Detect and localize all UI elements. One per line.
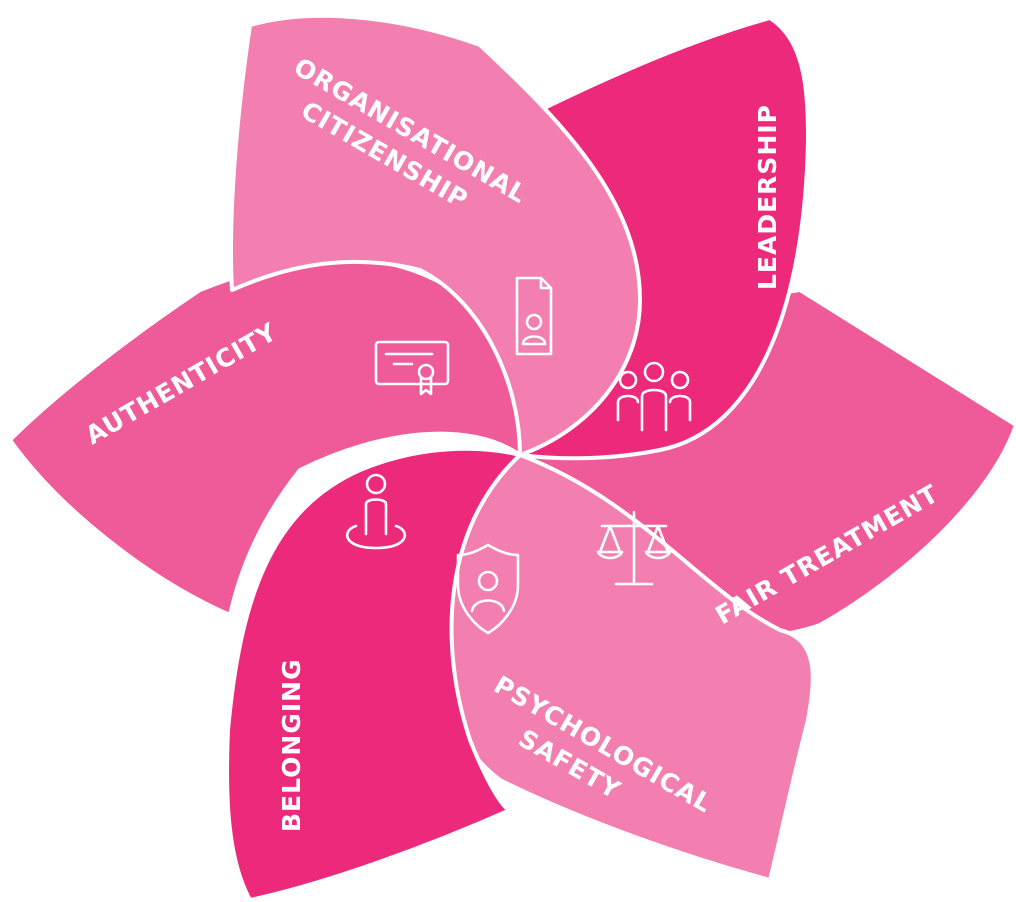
- shield-user-icon: [456, 543, 520, 635]
- label-belonging-line-1: BELONGING: [277, 658, 306, 832]
- people-group-icon: [616, 361, 692, 432]
- petal-belonging: [225, 446, 522, 902]
- label-belonging: BELONGING: [277, 658, 306, 832]
- scales-icon: [596, 510, 672, 586]
- label-leadership-line-1: LEADERSHIP: [753, 104, 782, 290]
- label-leadership: LEADERSHIP: [753, 104, 782, 290]
- person-location-icon: [346, 473, 406, 550]
- user-document-icon: [515, 276, 553, 356]
- certificate-icon: [374, 340, 450, 396]
